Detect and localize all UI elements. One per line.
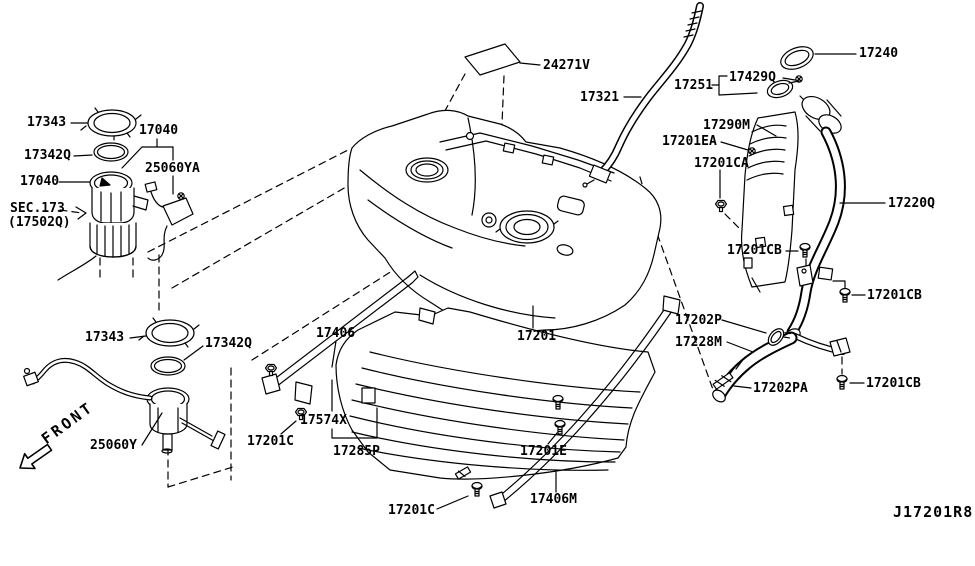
- filler-hose-drawing: [710, 324, 792, 404]
- fuel-pump-module-upper: [58, 108, 193, 280]
- label-pump-assembly-left: 17040: [20, 174, 60, 189]
- label-harness-upper: 25060YA: [145, 161, 200, 176]
- tank-protector-drawing: [336, 308, 655, 479]
- harness-upper-drawing: [145, 182, 193, 260]
- label-cap-gasket: 17240: [859, 46, 899, 61]
- label-fuel-tank: 17201: [517, 329, 557, 344]
- label-lock-ring-upper: 17343: [27, 115, 67, 130]
- label-vent-hose: 17321: [580, 90, 620, 105]
- label-sender-lower: 25060Y: [90, 438, 137, 453]
- label-filler-hose: 17228M: [675, 335, 722, 350]
- filler-protector-drawing: [742, 112, 798, 292]
- label-lock-ring-lower: 17343: [85, 330, 125, 345]
- tank-band-left-drawing: [262, 271, 418, 421]
- fuel-tank-drawing: [348, 110, 661, 332]
- label-protector-inner: 17574X: [300, 413, 347, 428]
- oring-upper-drawing: [94, 143, 128, 161]
- lock-ring-upper-drawing: [81, 108, 141, 140]
- label-filler-protector: 17290M: [703, 118, 750, 133]
- label-bolt-c-bottom: 17201C: [388, 503, 435, 518]
- label-filler-tube: 17220Q: [888, 196, 935, 211]
- label-bolt-cb-1: 17201CB: [727, 243, 782, 258]
- label-bolt-c-left: 17201C: [247, 434, 294, 449]
- label-section-note-2: (17502Q): [8, 215, 71, 230]
- filler-tube-drawing: [781, 132, 850, 356]
- pump-body-upper-drawing: [58, 172, 148, 280]
- drawing-code: J17201R8: [893, 503, 974, 521]
- label-screw-ea: 17201EA: [662, 134, 717, 149]
- fuel-sender-module-lower: [24, 318, 225, 453]
- label-bolt-cb-3: 17201CB: [866, 376, 921, 391]
- hose-clip-drawing: [712, 371, 734, 391]
- label-filler-cap: 17251: [674, 78, 714, 93]
- label-cap-tether: 17429Q: [729, 70, 776, 85]
- leader-lines: [59, 54, 885, 509]
- label-section-note-1: SEC.173: [10, 201, 65, 216]
- front-direction-arrow: [15, 440, 55, 475]
- caution-label-sticker-drawing: [465, 44, 540, 75]
- label-protector: 17285P: [333, 444, 380, 459]
- vent-hose-drawing: [583, 6, 701, 187]
- filler-cap-assembly-drawing: [765, 42, 844, 137]
- label-hose-clamp: 17202P: [675, 313, 722, 328]
- label-nut-ca: 17201CA: [694, 156, 749, 171]
- label-strap-left: 17406: [316, 326, 356, 341]
- hose-clamp-drawing: [765, 324, 792, 351]
- label-oring-upper: 17342Q: [24, 148, 71, 163]
- label-hose-clip: 17202PA: [753, 381, 808, 396]
- label-oring-lower: 17342Q: [205, 336, 252, 351]
- label-strap-right: 17406M: [530, 492, 577, 507]
- tank-band-right-drawing: [455, 296, 680, 508]
- label-bolt-e: 17201E: [520, 444, 567, 459]
- label-sticker: 24271V: [543, 58, 590, 73]
- label-bolt-cb-2: 17201CB: [867, 288, 922, 303]
- label-pump-assembly-bracket: 17040: [139, 123, 179, 138]
